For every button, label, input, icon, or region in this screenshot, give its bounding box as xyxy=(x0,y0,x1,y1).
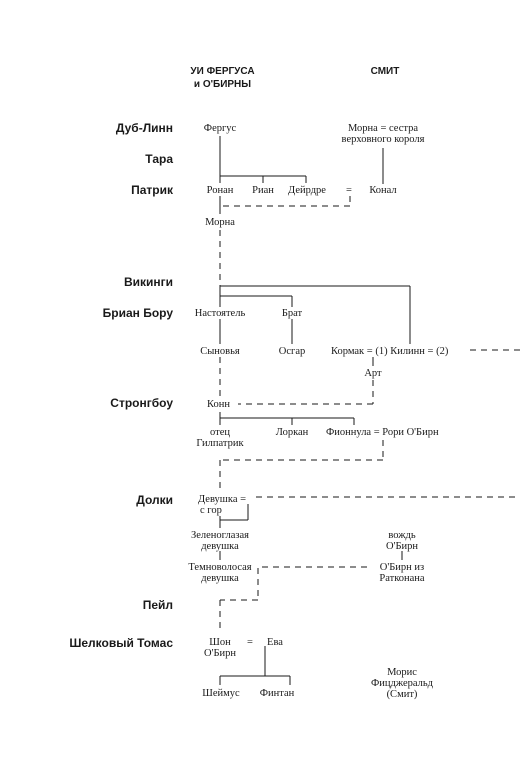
person-shon-line2: О'Бирн xyxy=(204,648,236,659)
person-rian: Риан xyxy=(252,185,274,196)
person-otets-gilpatrik: отец Гилпатрик xyxy=(184,427,256,449)
marriage-sign-1: = xyxy=(346,185,352,196)
era-silken: Шелковый Томас xyxy=(69,636,173,650)
header-left-line1: УИ ФЕРГУСА xyxy=(190,66,255,77)
person-kormak-kilinn: Кормак = (1) Килинн = (2) xyxy=(331,346,449,357)
person-obirn-line1: О'Бирн из xyxy=(379,562,425,573)
person-zelen-line1: Зеленоглазая xyxy=(190,530,249,541)
era-brian: Бриан Бору xyxy=(102,306,173,320)
person-ronan: Ронан xyxy=(206,185,234,196)
header-right: СМИТ xyxy=(370,66,400,77)
header-left-line2: и О'БИРНЫ xyxy=(193,79,252,90)
person-fintan: Финтан xyxy=(259,688,295,699)
person-moris-line3: (Смит) xyxy=(386,689,418,700)
person-synovya: Сыновья xyxy=(200,346,240,357)
header-left: УИ ФЕРГУСА и О'БИРНЫ xyxy=(175,65,270,91)
person-morna: Морна xyxy=(205,217,235,228)
person-moris: Морис Фицджеральд (Смит) xyxy=(360,667,444,700)
person-vozhd: вождь О'Бирн xyxy=(370,530,434,552)
person-deirdre: Дейрдре xyxy=(288,185,326,196)
person-temno-line1: Темноволосая xyxy=(188,562,252,573)
person-otets-line2: Гилпатрик xyxy=(196,438,244,449)
person-temno: Темноволосая девушка xyxy=(180,562,260,584)
person-brat: Брат xyxy=(281,308,303,319)
person-morna-sister-line1: Морна = сестра xyxy=(347,123,419,134)
person-temno-line2: девушка xyxy=(201,573,239,584)
person-osgar: Осгар xyxy=(278,346,306,357)
person-obirn-line2: Ратконана xyxy=(379,573,425,584)
person-morna-sister-line2: верховного короля xyxy=(341,134,425,145)
person-fionnula: Фионнула = Рори О'Бирн xyxy=(326,427,439,438)
person-vozhd-line1: вождь xyxy=(388,530,416,541)
person-obirn-ratkonan: О'Бирн из Ратконана xyxy=(368,562,436,584)
era-strongbow: Стронгбоу xyxy=(110,396,173,410)
person-vozhd-line2: О'Бирн xyxy=(386,541,418,552)
person-otets-line1: отец xyxy=(210,427,230,438)
person-konal: Конал xyxy=(369,185,397,196)
person-konn: Конн xyxy=(207,399,230,410)
person-morna-sister: Морна = сестра верховного короля xyxy=(323,123,443,145)
marriage-sign-2: = xyxy=(247,637,253,648)
person-art: Арт xyxy=(364,368,382,379)
era-dolki: Долки xyxy=(136,493,173,507)
person-sheimus: Шеймус xyxy=(202,688,240,699)
person-devushka-line2: с гор xyxy=(200,505,222,516)
era-patrick: Патрик xyxy=(131,183,173,197)
person-moris-line2: Фицджеральд xyxy=(370,678,434,689)
person-nastoyatel: Настоятель xyxy=(194,308,246,319)
person-fergus: Фергус xyxy=(203,123,237,134)
person-shon: Шон О'Бирн xyxy=(196,637,244,659)
person-lorkan: Лоркан xyxy=(275,427,309,438)
person-zelen-line2: девушка xyxy=(201,541,239,552)
era-dublin: Дуб-Линн xyxy=(115,121,173,135)
person-devushka-line1: Девушка = xyxy=(198,494,247,505)
era-peil: Пейл xyxy=(142,598,173,612)
person-shon-line1: Шон xyxy=(209,637,231,648)
person-devushka: Девушка = с гор xyxy=(198,494,246,516)
person-moris-line1: Морис xyxy=(387,667,417,678)
era-tara: Тара xyxy=(145,152,173,166)
person-eva: Ева xyxy=(267,637,283,648)
era-vikings: Викинги xyxy=(123,275,173,289)
person-zelen: Зеленоглазая девушка xyxy=(180,530,260,552)
